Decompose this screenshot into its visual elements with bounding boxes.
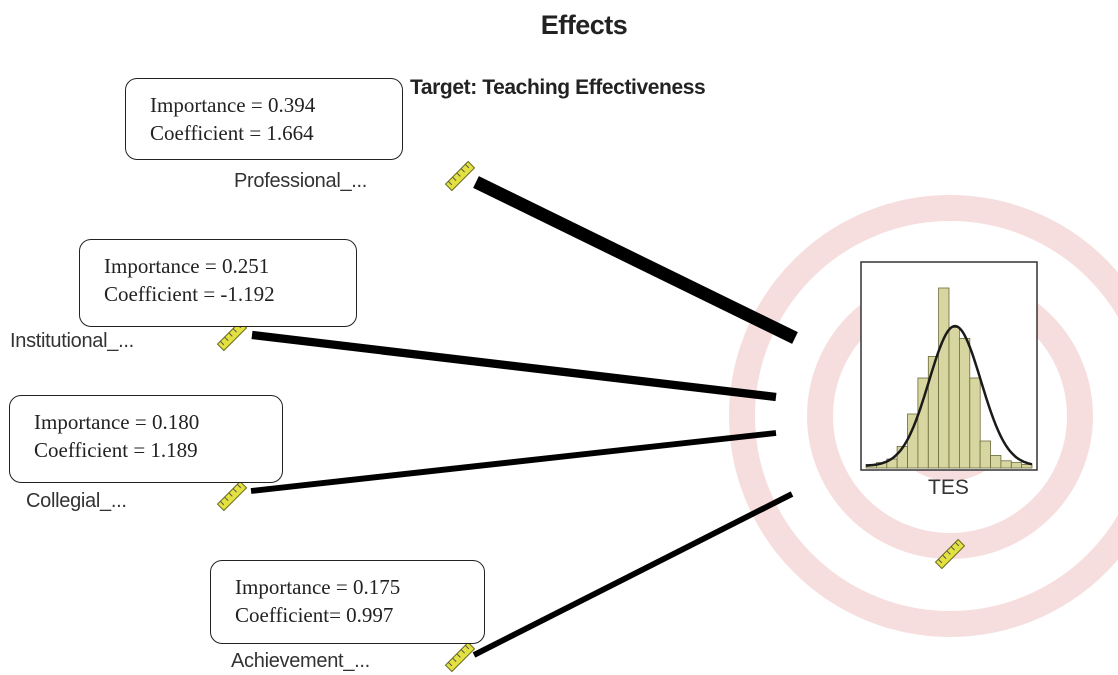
histogram-bar xyxy=(1010,462,1023,469)
edge-professional xyxy=(473,176,798,344)
coefficient-text: Coefficient = -1.192 xyxy=(104,282,275,306)
predictor-info-box: Importance = 0.180 Coefficient = 1.189 xyxy=(9,395,283,483)
histogram-bar xyxy=(927,355,940,469)
predictor-label: Collegial_... xyxy=(26,490,127,512)
predictor-info-box: Importance = 0.251 Coefficient = -1.192 xyxy=(79,239,357,327)
target-label: TES xyxy=(928,476,969,499)
importance-text: Importance = 0.251 xyxy=(104,254,270,278)
coefficient-text: Coefficient = 1.664 xyxy=(150,121,314,145)
chart-title: Effects xyxy=(540,10,628,40)
ruler-icon xyxy=(934,538,966,570)
histogram-bar xyxy=(969,377,981,469)
ruler-icon xyxy=(444,641,476,673)
predictor-label: Achievement_... xyxy=(231,650,370,672)
predictor-info-box: Importance = 0.175 Coefficient= 0.997 xyxy=(210,560,485,644)
coefficient-text: Coefficient= 0.997 xyxy=(235,603,394,627)
ruler-icon xyxy=(444,160,476,192)
importance-text: Importance = 0.180 xyxy=(34,410,200,434)
target-histogram xyxy=(865,287,1033,469)
normal-curve xyxy=(865,324,1033,467)
predictor-info-box: Importance = 0.394 Coefficient = 1.664 xyxy=(125,78,403,160)
histogram-bar xyxy=(1000,460,1012,469)
predictor-label: Institutional_... xyxy=(10,330,134,352)
ruler-icon xyxy=(216,480,248,512)
histogram-bar xyxy=(948,327,960,469)
chart-subtitle: Target: Teaching Effectiveness xyxy=(410,76,706,99)
importance-text: Importance = 0.394 xyxy=(150,93,316,117)
target-ring-outer xyxy=(729,195,1118,637)
edge-institutional xyxy=(251,330,777,402)
importance-text: Importance = 0.175 xyxy=(235,575,401,599)
histogram-bar xyxy=(938,287,950,469)
edge-achievement xyxy=(472,491,794,658)
edge-collegial xyxy=(250,430,777,494)
histogram-bar xyxy=(979,440,991,469)
predictor-label: Professional_... xyxy=(234,170,368,192)
histogram-bar xyxy=(959,337,971,469)
histogram-bar xyxy=(990,454,1002,469)
coefficient-text: Coefficient = 1.189 xyxy=(34,438,198,462)
histogram-bar xyxy=(1021,463,1033,469)
